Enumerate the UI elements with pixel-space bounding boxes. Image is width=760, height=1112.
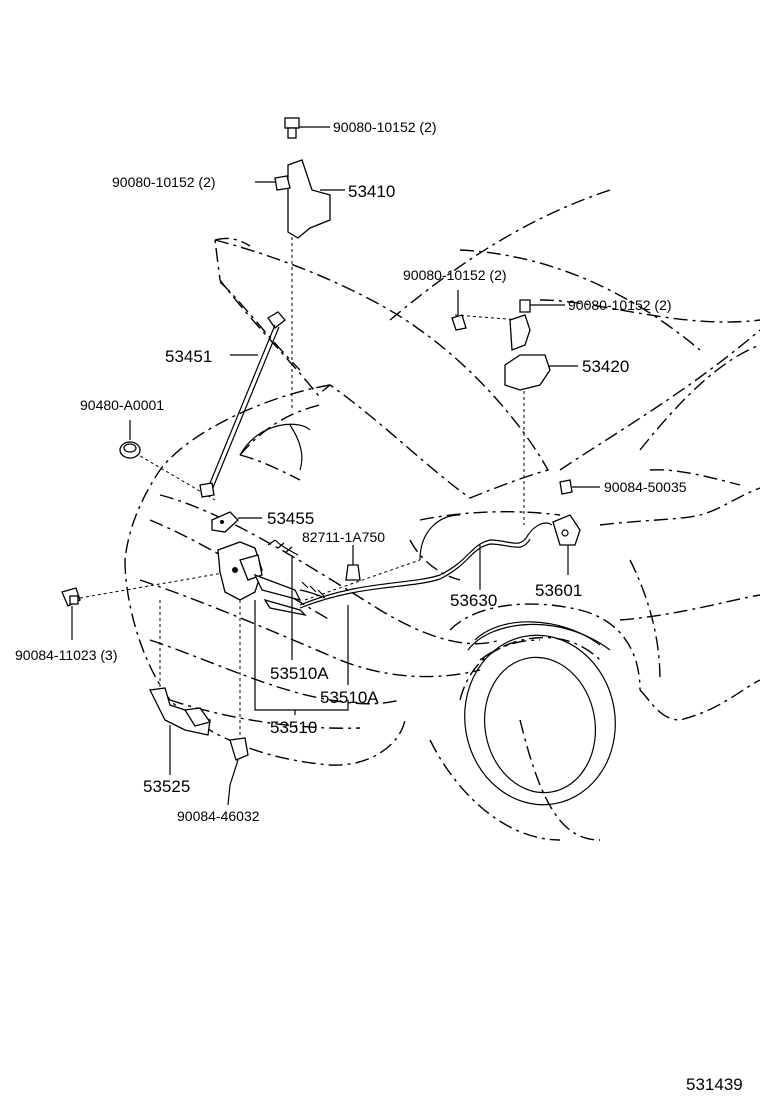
label-lock-support: 53525 [143,777,190,796]
leader-lines [254,555,349,715]
guide-lines [79,195,525,740]
label-striker: 53455 [267,509,314,528]
part-hinge-l [255,159,345,239]
part-lock-assy [217,539,326,617]
label-cushion: 90480-A0001 [80,397,164,413]
label-top-bolt: 90080-10152 (2) [333,119,437,135]
label-clip-82711: 82711-1A750 [302,529,385,545]
part-lock-support [149,687,212,775]
label-spring-a1: 53510A [270,664,329,683]
labels: 90080-10152 (2) 90080-10152 (2) 53410 90… [15,119,743,1094]
label-mid-bolt: 90080-10152 (2) [403,267,507,283]
part-top-bolt [284,117,330,139]
label-bolt-11023: 90084-11023 (3) [15,647,117,663]
label-handle: 53601 [535,581,582,600]
label-page-code: 531439 [686,1075,743,1094]
part-hood-support [199,311,286,498]
part-hinge-r [451,290,578,391]
label-hinge-l: 53410 [348,182,395,201]
car-body-outline [124,189,760,841]
part-cable [299,522,553,609]
part-striker [211,511,262,533]
part-cushion [119,420,141,459]
label-bolt-50035: 90084-50035 [604,479,687,495]
label-hinge-r: 53420 [582,357,629,376]
part-clip [345,545,361,581]
label-lock-assy: 53510 [270,718,317,737]
part-handle [552,479,600,575]
label-cable: 53630 [450,591,497,610]
label-spring-a2: 53510A [320,688,379,707]
label-left-bolt: 90080-10152 (2) [112,174,216,190]
part-bolt-11023 [61,587,81,640]
part-bolt-46032 [227,737,249,806]
label-bolt-46032: 90084-46032 [177,808,260,824]
label-support: 53451 [165,347,212,366]
label-right-bolt: 90080-10152 (2) [568,297,672,313]
